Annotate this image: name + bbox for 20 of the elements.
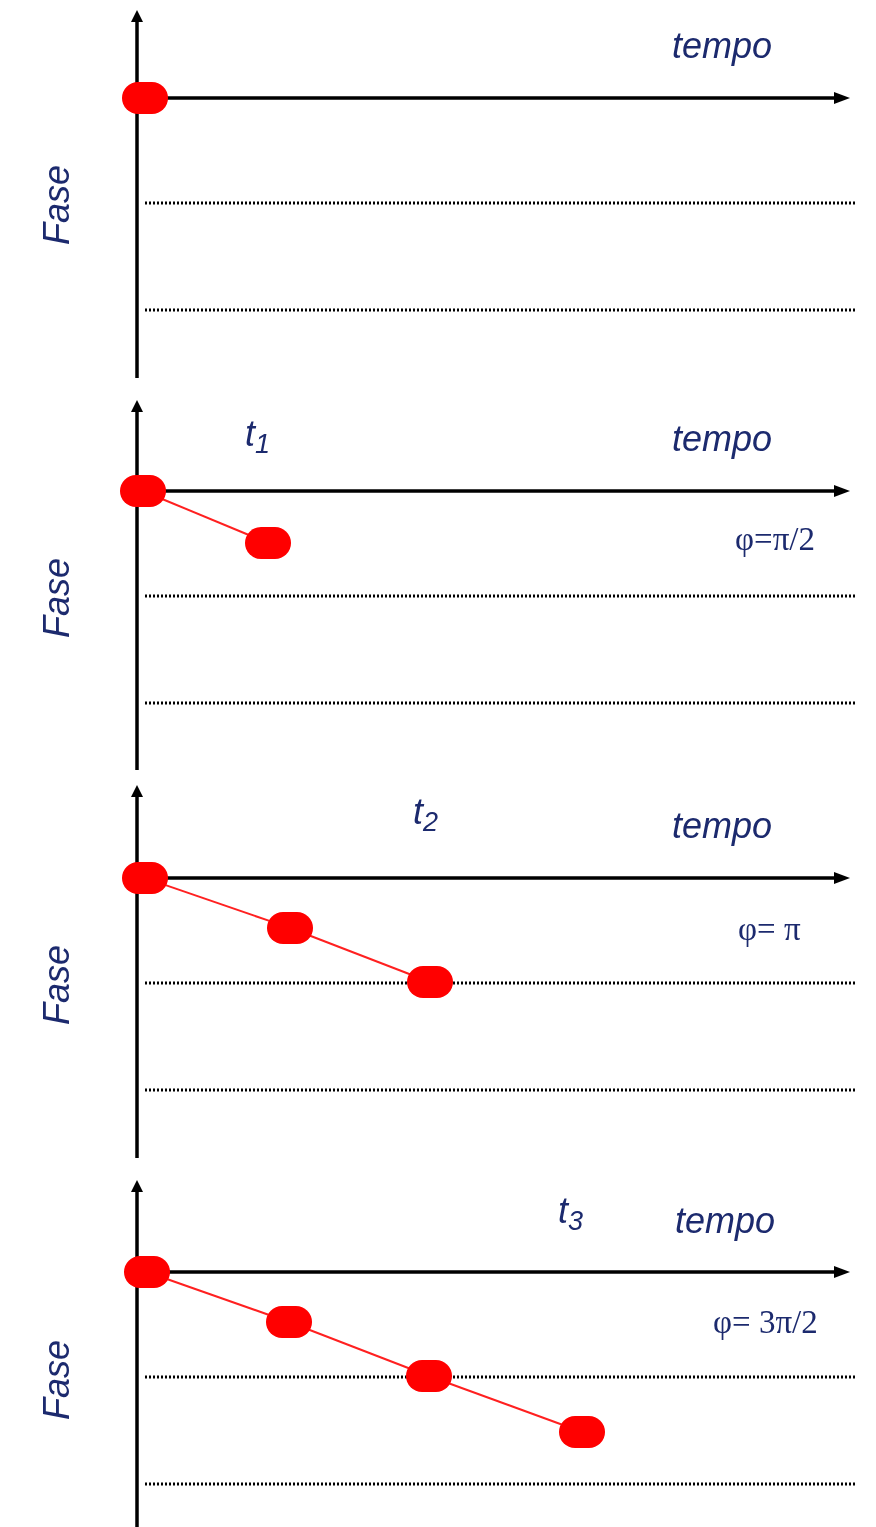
connector-line bbox=[166, 1278, 270, 1316]
time-label: t$_{1}$ bbox=[245, 416, 271, 452]
connector-line bbox=[448, 1382, 563, 1426]
axis-label: tempo bbox=[675, 1203, 776, 1239]
axis-label: tempo bbox=[672, 421, 773, 457]
axis-label: Fase bbox=[39, 165, 75, 245]
phase-value-label: φ= 3π/2 bbox=[713, 1306, 818, 1339]
connector-line bbox=[164, 884, 271, 922]
connector-line bbox=[161, 498, 250, 536]
axis-label: Fase bbox=[39, 558, 75, 638]
time-label: t$_{3}$ bbox=[558, 1193, 584, 1229]
axis-label: Fase bbox=[39, 1340, 75, 1420]
axis-label: Fase bbox=[39, 945, 75, 1025]
axis-label: tempo bbox=[672, 808, 773, 844]
time-label: t$_{2}$ bbox=[413, 794, 439, 830]
axis-label: tempo bbox=[672, 28, 773, 64]
connector-line bbox=[308, 1328, 410, 1370]
phase-value-label: φ= π bbox=[738, 913, 801, 946]
phase-value-label: φ=π/2 bbox=[735, 523, 815, 556]
connector-line bbox=[309, 934, 411, 976]
